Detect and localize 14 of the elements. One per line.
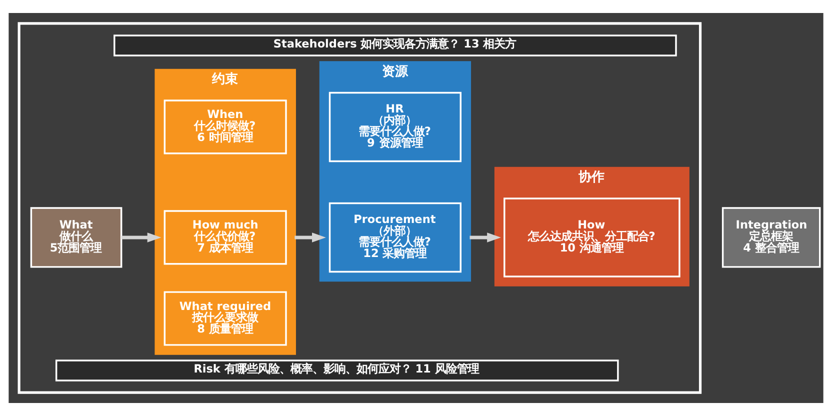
- node-box: How 怎么达成共识、分工配合? 10 沟通管理: [504, 197, 680, 277]
- node-box: Stakeholders 如何实现各方满意？ 13 相关方: [114, 34, 677, 56]
- arrow: [121, 232, 162, 242]
- node-box: Procurement （外部） 需要什么人做? 12 采购管理: [328, 202, 462, 272]
- node-box: How much 什么代价做? 7 成本管理: [164, 210, 287, 264]
- node-box: Risk 有哪些风险、概率、影响、如何应对？ 11 风险管理: [55, 359, 619, 381]
- node-box: HR （内部） 需要什么人做? 9 资源管理: [328, 91, 462, 162]
- node-box: What 做什么 5范围管理: [30, 206, 122, 268]
- arrow: [470, 232, 501, 242]
- arrow: [294, 232, 326, 242]
- node-box: What required 按什么要求做 8 质量管理: [164, 290, 287, 346]
- node-box: When 什么时候做? 6 时间管理: [164, 99, 287, 154]
- node-box: Integration 定总框架 4 整合管理: [722, 206, 821, 268]
- cluster: [18, 22, 702, 394]
